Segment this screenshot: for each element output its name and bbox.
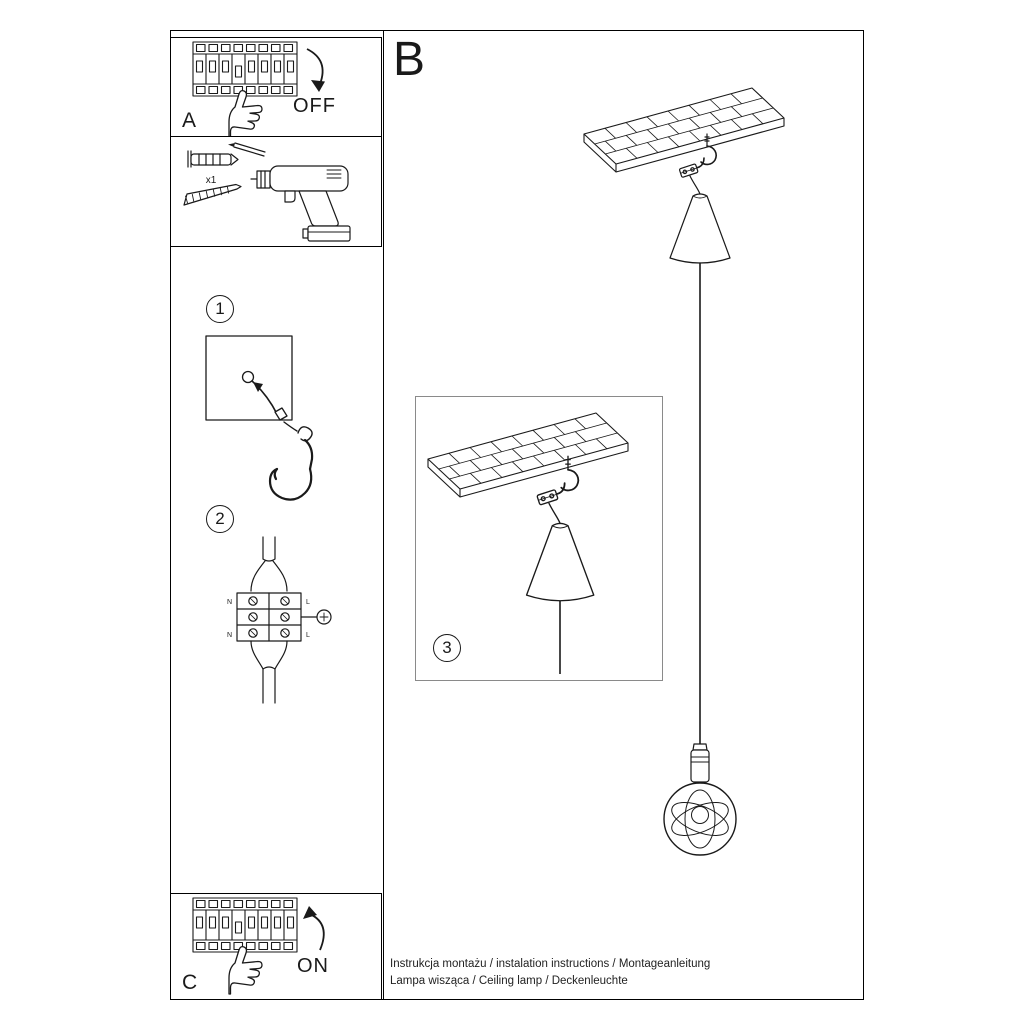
step-2-badge: 2 — [206, 505, 234, 533]
cable-bottom — [262, 668, 276, 704]
wires-in — [250, 560, 288, 592]
connector-icon — [274, 407, 288, 421]
decorative-bulb-icon — [663, 781, 737, 856]
on-label: ON — [297, 955, 329, 977]
terminal-n-top-label: N — [227, 599, 232, 606]
step-1-number: 1 — [215, 299, 225, 318]
direction-arrow-icon — [253, 382, 263, 392]
section-a-label: A — [182, 109, 197, 132]
section-b-label: B — [393, 33, 426, 86]
screw-terminal-symbol-icon — [316, 609, 332, 625]
wall-plug-icon — [187, 150, 239, 168]
terminal-l-bottom-label: L — [306, 632, 310, 639]
wires-out — [250, 640, 288, 670]
tools-required-box: x1 — [170, 136, 382, 247]
step-1-badge: 1 — [206, 295, 234, 323]
tools-illustration: x1 — [183, 142, 351, 242]
terminal-block-icon — [236, 592, 302, 642]
footer: Instrukcja montażu / instalation instruc… — [390, 956, 710, 990]
section-a-power-off: OFF A — [170, 37, 382, 139]
footer-line-1: Instrukcja montażu / instalation instruc… — [390, 958, 711, 970]
lamp-socket-icon — [690, 743, 710, 783]
ceiling-hook-icon — [268, 426, 314, 501]
ceiling-mount-detail-illustration — [427, 412, 629, 674]
section-c-power-on: ON C — [170, 893, 382, 1000]
terminal-n-bottom-label: N — [227, 632, 232, 639]
footer-line-2: Lampa wisząca / Ceiling lamp / Deckenleu… — [390, 975, 628, 987]
breaker-panel-icon — [192, 897, 298, 995]
detail-inset-box — [415, 396, 663, 681]
page-border — [170, 30, 864, 1000]
screw-quantity-label: x1 — [206, 175, 217, 186]
step-2-number: 2 — [215, 509, 225, 528]
off-label: OFF — [293, 95, 336, 117]
screw-icon — [183, 183, 242, 206]
column-divider — [383, 30, 384, 1000]
step-3-badge: 3 — [433, 634, 461, 662]
step-2-wiring-illustration: N L N L — [227, 536, 332, 704]
step-3-number: 3 — [442, 638, 452, 657]
drill-icon — [250, 165, 351, 242]
circuit-breaker-off-illustration — [192, 41, 298, 139]
ceiling-slab-icon — [583, 87, 785, 173]
breaker-panel-icon — [192, 41, 298, 139]
arrow-down-icon — [306, 48, 325, 92]
circuit-breaker-on-illustration — [192, 897, 298, 995]
ceiling-area-outline — [205, 335, 293, 421]
terminal-l-top-label: L — [306, 599, 310, 606]
step-1-hook-installation-illustration — [205, 335, 314, 501]
drill-hole-icon — [241, 370, 255, 384]
drill-bit-icon — [228, 142, 266, 157]
cable-top — [262, 536, 276, 562]
arrow-up-icon — [303, 906, 325, 951]
pendant-lamp-assembly-illustration — [583, 87, 785, 856]
hook-and-canopy-icon — [669, 133, 731, 264]
section-c-label: C — [182, 971, 198, 994]
